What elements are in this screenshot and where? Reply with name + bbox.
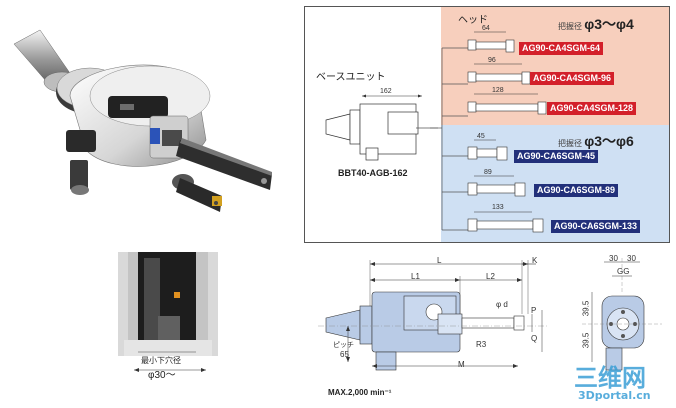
dim-Q: Q <box>531 334 538 343</box>
min-hole-value: φ30〜 <box>148 370 176 381</box>
dim-L1: L1 <box>411 272 420 281</box>
end-dim-side-top: 39.5 <box>581 300 591 317</box>
head-model-45: AG90-CA6SGM-45 <box>514 150 599 163</box>
head-drawing-45 <box>467 139 508 161</box>
head-length-89: 89 <box>484 169 492 176</box>
head-length-64: 64 <box>482 25 490 32</box>
dim-P: P <box>531 306 537 315</box>
end-view-drawing <box>582 258 662 371</box>
end-dim-top-right: 30 <box>627 254 636 263</box>
dim-pitch-value: 65 <box>340 350 349 359</box>
head-length-96: 96 <box>488 57 496 64</box>
head-drawing-133 <box>467 211 544 233</box>
head-model-133: AG90-CA6SGM-133 <box>551 220 641 233</box>
dim-L2: L2 <box>486 272 495 281</box>
dim-M: M <box>458 360 465 369</box>
min-hole-photo <box>118 252 218 356</box>
dim-L: L <box>437 256 442 265</box>
max-speed: MAX.2,000 min⁻¹ <box>328 388 392 397</box>
head-drawing-96 <box>467 63 531 85</box>
head-model-89: AG90-CA6SGM-89 <box>534 184 619 197</box>
head-length-133: 133 <box>492 204 504 211</box>
base-unit-model: BBT40-AGB-162 <box>338 168 408 178</box>
head-length-45: 45 <box>477 133 485 140</box>
head-model-64: AG90-CA4SGM-64 <box>519 42 604 55</box>
head-model-96: AG90-CA4SGM-96 <box>530 72 615 85</box>
head-model-128: AG90-CA4SGM-128 <box>547 102 637 115</box>
head-heading: ヘッド <box>458 15 488 26</box>
head-length-128: 128 <box>492 87 504 94</box>
grip-range-large: 把握径 φ3〜φ6 <box>558 133 634 149</box>
head-connector <box>430 47 468 231</box>
dim-K: K <box>532 256 538 265</box>
base-unit-drawing <box>325 94 438 161</box>
min-hole-label: 最小下穴径 <box>141 356 181 365</box>
dimension-drawing <box>318 260 548 371</box>
angle-head-photo <box>13 29 272 212</box>
end-dim-side-bottom: 39.5 <box>581 332 591 349</box>
head-drawing-64 <box>467 31 515 53</box>
end-dim-top-left: 30 <box>609 254 618 263</box>
dim-phi-d: φ d <box>496 300 508 309</box>
min-hole-arrows <box>134 368 206 372</box>
base-unit-heading: ベースユニット <box>316 72 386 83</box>
head-drawing-128 <box>467 93 547 115</box>
grip-range-small: 把握径 φ3〜φ4 <box>558 16 634 32</box>
base-unit-length: 162 <box>380 88 392 95</box>
head-drawing-89 <box>467 175 526 197</box>
dim-pitch-label: ピッチ <box>333 342 354 349</box>
watermark-url: 3Dportal.cn <box>578 389 651 402</box>
watermark-brand: 三维网 <box>574 364 646 392</box>
end-dim-gg: GG <box>617 267 630 276</box>
dim-R3: R3 <box>476 340 487 349</box>
